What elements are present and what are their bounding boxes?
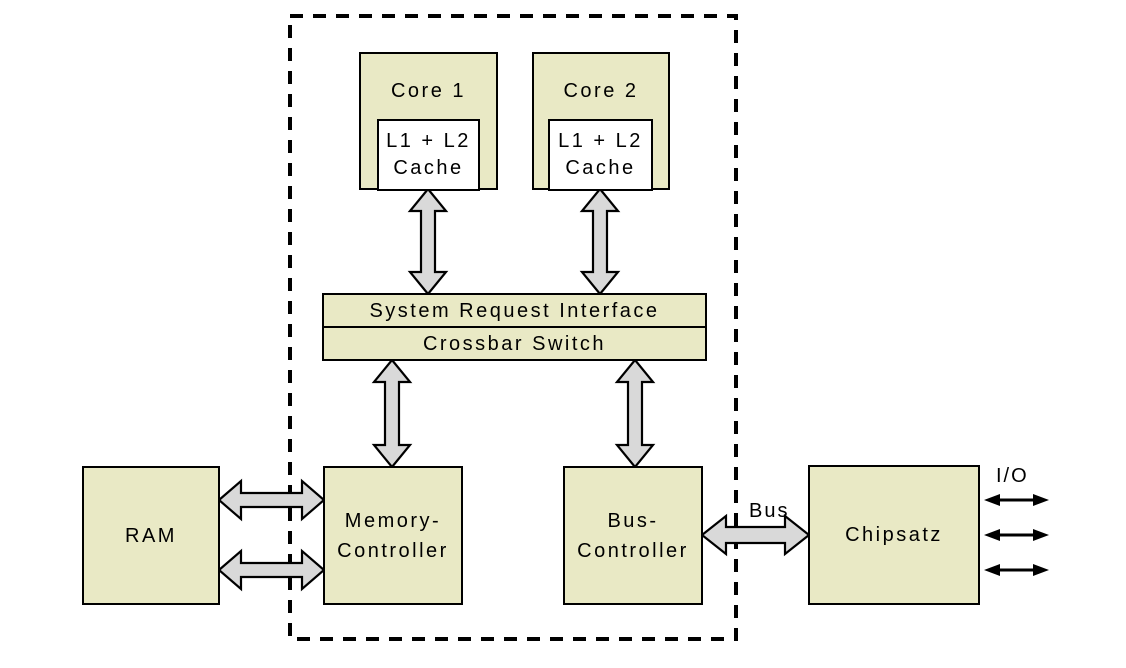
- ram-label: RAM: [125, 524, 177, 547]
- memory-controller-box: Memory- Controller: [323, 466, 463, 605]
- ram-box: RAM: [82, 466, 220, 605]
- core2-label: Core 2: [563, 80, 639, 102]
- io-arrow-1: [984, 494, 1049, 506]
- core2-cache-box: L1 + L2 Cache: [548, 119, 653, 191]
- chipset-box: Chipsatz: [808, 465, 980, 605]
- bus-label: Bus: [749, 500, 790, 522]
- io-arrow-3: [984, 564, 1049, 576]
- ram-memory-controller-arrow-bottom: [217, 548, 326, 592]
- bus-controller-line2: Controller: [577, 539, 689, 562]
- core2-cache-line1: L1 + L2: [558, 130, 643, 152]
- core2-cache-line2: Cache: [565, 157, 636, 179]
- ram-memory-controller-arrow-top: [217, 478, 326, 522]
- io-arrow-2: [984, 529, 1049, 541]
- chipset-label: Chipsatz: [845, 524, 943, 546]
- memory-controller-line1: Memory-: [344, 509, 442, 532]
- system-request-interface-box: System Request Interface: [322, 293, 707, 328]
- core1-cache-box: L1 + L2 Cache: [377, 119, 480, 191]
- crossbar-switch-label: Crossbar Switch: [422, 332, 607, 355]
- cache1-sri-bidirectional-arrow: [407, 187, 449, 296]
- crossbar-switch-box: Crossbar Switch: [322, 326, 707, 361]
- bus-controller-box: Bus- Controller: [563, 466, 703, 605]
- system-request-interface-label: System Request Interface: [369, 299, 660, 322]
- crossbar-bus-controller-arrow: [614, 358, 656, 469]
- cpu-die-dashed-boundary: [288, 14, 738, 641]
- cache2-sri-bidirectional-arrow: [579, 187, 621, 296]
- bus-controller-line1: Bus-: [607, 509, 659, 532]
- core1-label: Core 1: [390, 80, 467, 102]
- memory-controller-line2: Controller: [337, 539, 449, 562]
- io-label: I/O: [996, 465, 1029, 487]
- core1-cache-line1: L1 + L2: [386, 130, 471, 152]
- core1-cache-line2: Cache: [393, 157, 464, 179]
- crossbar-memory-controller-arrow: [371, 358, 413, 469]
